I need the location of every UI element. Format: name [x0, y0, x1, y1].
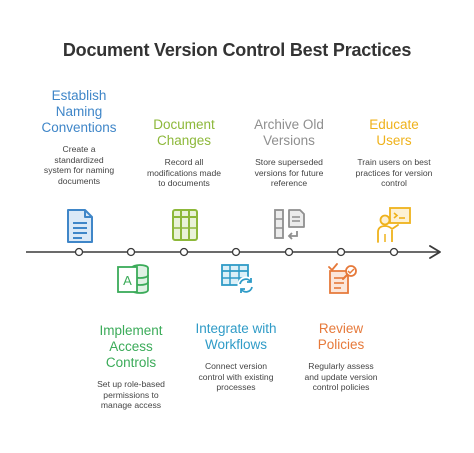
- step-description: Create a standardized system for naming …: [43, 144, 115, 186]
- step-implement-access: Implement Access Controls Set up role-ba…: [81, 323, 181, 411]
- step-title: Educate Users: [369, 117, 419, 148]
- step-review-policies: Review Policies Regularly assess and upd…: [291, 321, 391, 393]
- timeline-node-7: [389, 247, 399, 257]
- timeline-node-4: [231, 247, 241, 257]
- spreadsheet-grid-icon: [172, 209, 198, 241]
- step-title: Implement Access Controls: [99, 323, 163, 370]
- step-document-changes: Document Changes Record all modification…: [134, 117, 234, 189]
- timeline-node-2: [126, 247, 136, 257]
- step-title: Integrate with Workflows: [195, 321, 277, 352]
- presenter-board-icon: [377, 207, 411, 243]
- step-title: Document Changes: [153, 117, 215, 148]
- table-sync-icon: [221, 264, 255, 294]
- timeline-node-5: [284, 247, 294, 257]
- timeline-node-1: [74, 247, 84, 257]
- step-integrate-workflows: Integrate with Workflows Connect version…: [181, 321, 291, 393]
- step-description: Train users on best practices for versio…: [355, 157, 433, 188]
- timeline-node-6: [336, 247, 346, 257]
- step-title: Establish Naming Conventions: [41, 88, 117, 135]
- diagram-title: Document Version Control Best Practices: [62, 40, 412, 60]
- access-table-icon: A: [117, 264, 149, 294]
- review-checklist-icon: [328, 263, 357, 294]
- timeline-arrowhead: [429, 245, 441, 259]
- archive-columns-icon: [274, 209, 305, 240]
- step-archive-versions: Archive Old Versions Store superseded ve…: [239, 117, 339, 189]
- step-educate-users: Educate Users Train users on best practi…: [344, 117, 444, 189]
- svg-text:A: A: [123, 273, 132, 288]
- step-establish-naming: Establish Naming Conventions Create a st…: [29, 88, 129, 186]
- timeline-node-3: [179, 247, 189, 257]
- step-title: Review Policies: [317, 321, 365, 352]
- step-description: Connect version control with existing pr…: [198, 361, 274, 392]
- step-title: Archive Old Versions: [254, 117, 324, 148]
- step-description: Record all modifications made to documen…: [146, 157, 222, 188]
- step-description: Regularly assess and update version cont…: [304, 361, 378, 392]
- step-description: Store superseded versions for future ref…: [254, 157, 324, 188]
- step-description: Set up role-based permissions to manage …: [97, 379, 165, 410]
- document-lines-icon: [67, 209, 93, 243]
